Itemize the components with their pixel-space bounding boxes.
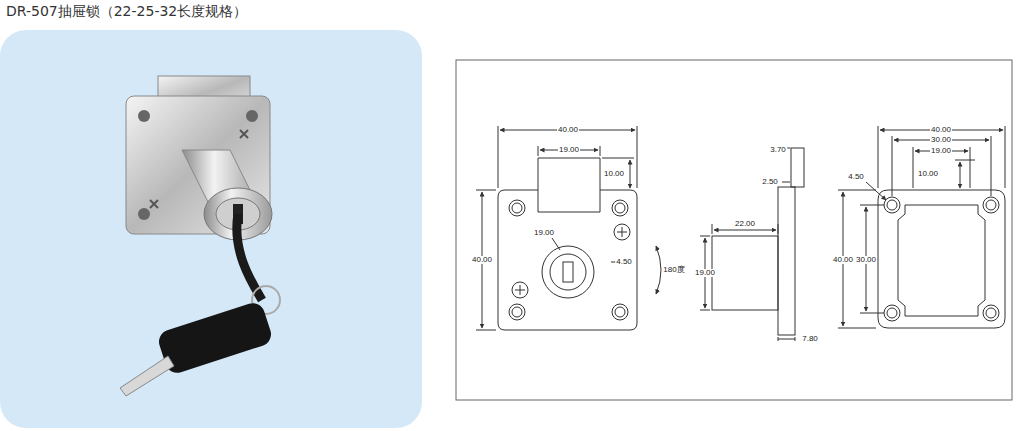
front-view-part <box>615 203 625 213</box>
product-photo-part <box>237 214 262 300</box>
front-view-part <box>617 227 627 237</box>
back-view-part <box>986 308 996 318</box>
front-view-part <box>498 126 637 188</box>
front-view-part <box>614 224 630 240</box>
product-photo-part <box>240 130 248 138</box>
dimension-label: 19.00 <box>930 147 952 155</box>
back-view-part <box>887 308 897 318</box>
dimension-label: 180度 <box>662 266 685 274</box>
front-view-part <box>612 200 628 216</box>
side-view-part <box>778 337 795 341</box>
dimension-label: 40.00 <box>471 256 493 264</box>
product-photo-part <box>120 356 174 396</box>
back-view-part <box>986 200 996 210</box>
front-view-part <box>656 246 661 294</box>
dimension-label: 30.00 <box>855 256 877 264</box>
side-view-part <box>712 236 778 310</box>
front-view-part <box>498 190 637 330</box>
product-photo <box>0 30 422 428</box>
front-view-part <box>542 246 594 298</box>
dimension-label: 30.00 <box>930 136 952 144</box>
front-view-part <box>563 262 573 282</box>
side-view-part <box>791 148 804 187</box>
front-view-part <box>512 282 528 298</box>
page-title: DR-507抽屉锁（22-25-32长度规格） <box>6 3 247 21</box>
back-view-part <box>878 126 1005 188</box>
back-view-part <box>887 200 897 210</box>
side-view-part <box>778 187 795 335</box>
front-view <box>476 126 661 330</box>
dimension-label: 10.00 <box>917 170 939 178</box>
side-view <box>700 148 804 341</box>
front-view-part <box>515 285 525 295</box>
back-view-part <box>898 205 985 316</box>
dimension-label: 4.50 <box>615 258 633 266</box>
product-photo-part <box>138 208 150 220</box>
dimension-label: 3.70 <box>769 146 787 154</box>
front-view-part <box>538 146 600 156</box>
front-view-part <box>612 304 628 320</box>
dimension-label: 19.00 <box>558 146 580 154</box>
dimension-label: 19.00 <box>533 229 555 237</box>
front-view-part <box>630 160 631 188</box>
back-view-part <box>892 136 991 196</box>
product-photo-part <box>150 200 158 208</box>
dimension-label: 40.00 <box>930 126 952 134</box>
drawing-frame <box>456 60 1012 400</box>
front-view-part <box>552 238 560 250</box>
product-photo-part <box>126 96 270 234</box>
back-view-part <box>960 162 961 188</box>
back-view-part <box>983 305 999 321</box>
front-view-part <box>509 304 525 320</box>
back-view-part <box>878 190 1005 328</box>
dimension-label: 7.80 <box>801 335 819 343</box>
front-view-part <box>512 203 522 213</box>
product-photo-part <box>0 30 422 428</box>
front-view-part <box>512 307 522 317</box>
front-view-part <box>602 158 634 159</box>
dimension-label: 4.50 <box>847 173 865 181</box>
product-photo-part <box>246 110 258 122</box>
front-view-part <box>509 200 525 216</box>
front-view-part <box>538 158 600 190</box>
dimension-label: 40.00 <box>557 126 579 134</box>
front-view-part <box>550 254 586 290</box>
back-view-part <box>983 197 999 213</box>
back-view-part <box>884 305 900 321</box>
back-view-part <box>884 197 900 213</box>
back-view-part <box>866 182 886 200</box>
side-view-part <box>714 230 776 231</box>
dimension-label: 19.00 <box>694 269 716 277</box>
back-view-part <box>913 147 970 188</box>
front-view-part <box>615 307 625 317</box>
dimension-label: 40.00 <box>832 256 854 264</box>
dimension-label: 10.00 <box>603 170 625 178</box>
back-view <box>838 126 1005 328</box>
product-photo-part <box>138 110 150 122</box>
dimension-label: 2.50 <box>761 178 779 186</box>
back-view-part <box>955 160 975 161</box>
dimension-label: 22.00 <box>734 220 756 228</box>
